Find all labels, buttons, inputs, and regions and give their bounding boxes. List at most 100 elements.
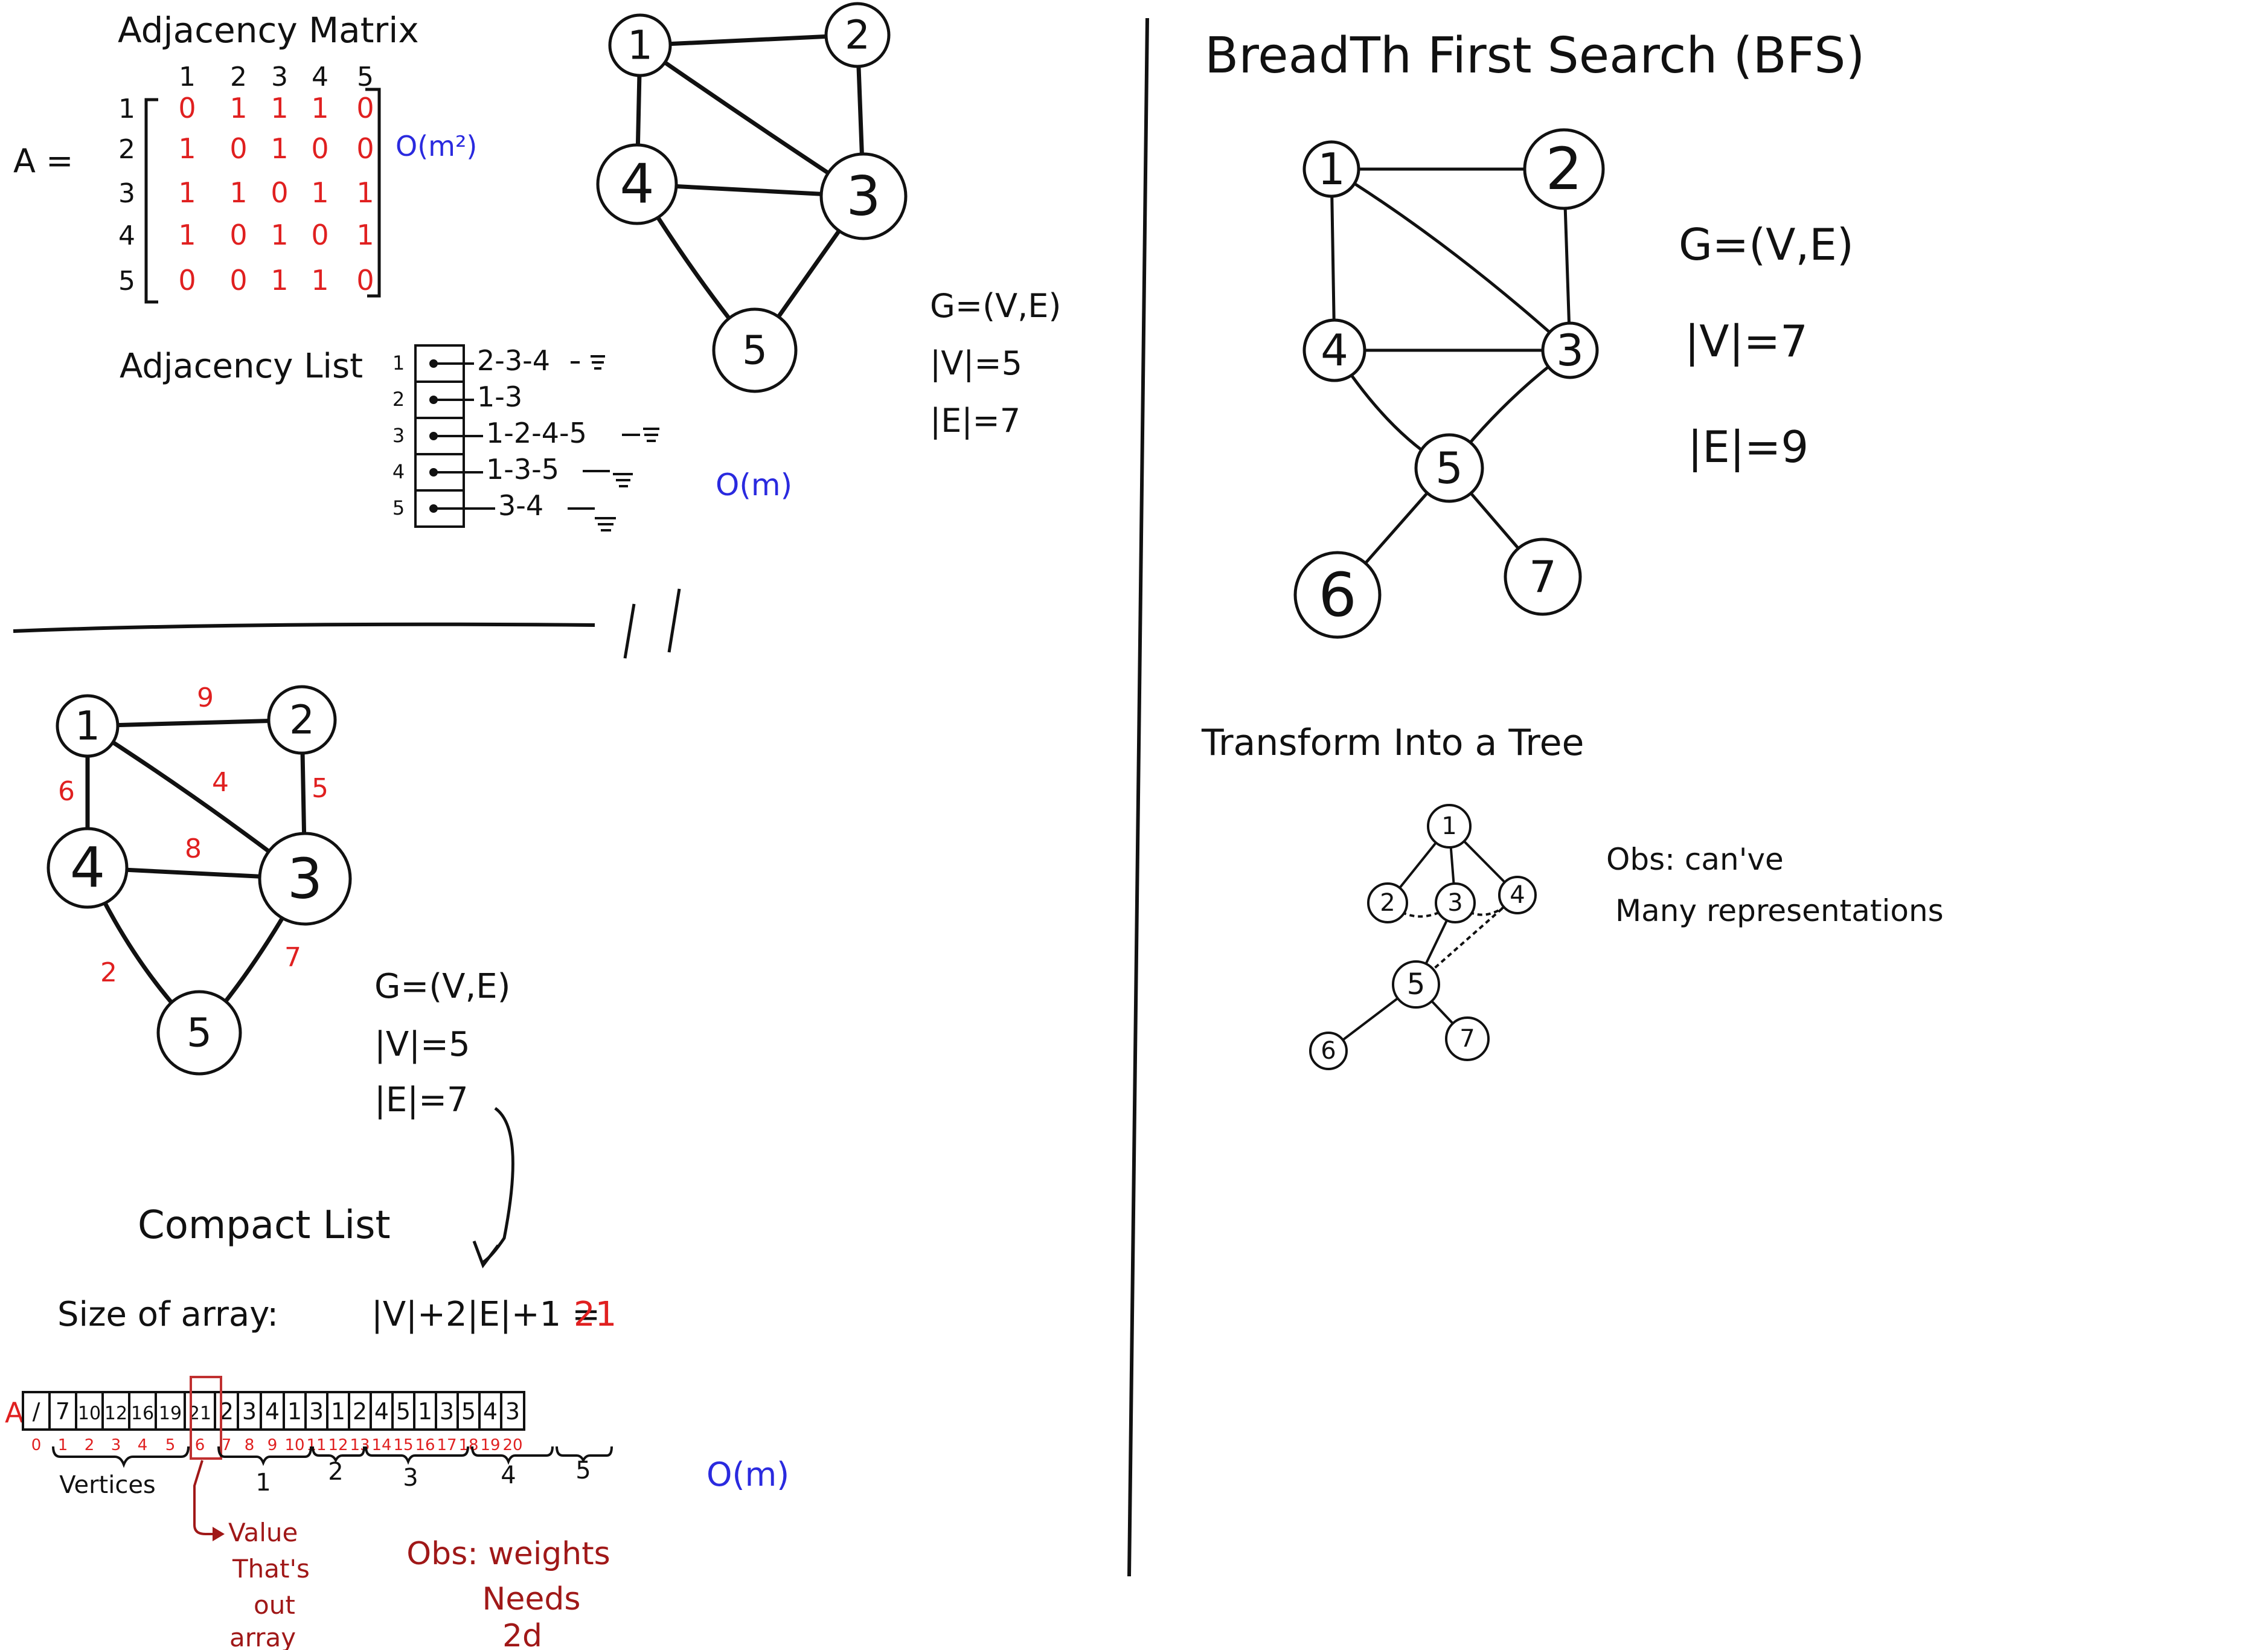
adjlist-index: 1 bbox=[392, 352, 405, 374]
graph1-node-3 bbox=[819, 152, 908, 240]
graph2-node-3 bbox=[258, 832, 352, 926]
matrix-cell: 0 bbox=[356, 92, 374, 124]
array-cell-value: 4 bbox=[265, 1398, 280, 1425]
bfs-node-5 bbox=[1414, 433, 1484, 503]
array-index: 3 bbox=[111, 1436, 121, 1454]
matrix-cell: 0 bbox=[178, 92, 196, 124]
array-index: 10 bbox=[284, 1436, 304, 1454]
graph1-node-label: 5 bbox=[742, 327, 767, 374]
edge-weight: 4 bbox=[212, 767, 229, 798]
bfs-stat: |E|=9 bbox=[1688, 422, 1808, 473]
tree-node-1 bbox=[1427, 804, 1472, 849]
matrix-cell: 0 bbox=[311, 219, 328, 251]
graph-2: 1 2 3 4 5 9 6 4 5 8 2 7 G=(V,E) |V|=5 |E… bbox=[46, 682, 514, 1269]
graph2-node-2 bbox=[267, 685, 337, 755]
matrix-complexity: O(m²) bbox=[396, 130, 477, 162]
array-cell-value: 21 bbox=[188, 1403, 211, 1424]
matrix-cell: 0 bbox=[178, 264, 196, 297]
group-label: Vertices bbox=[59, 1471, 156, 1499]
graph2-node-4 bbox=[46, 827, 129, 909]
bfs-stat: |V|=7 bbox=[1685, 316, 1808, 367]
group-label: 5 bbox=[575, 1457, 591, 1485]
matrix-cell: 1 bbox=[271, 264, 288, 297]
bfs-node-6 bbox=[1293, 551, 1382, 639]
tree-node-label: 6 bbox=[1321, 1037, 1336, 1065]
array-cell-value: 3 bbox=[309, 1398, 324, 1425]
tree-node-6 bbox=[1309, 1032, 1348, 1070]
bfs-node-1 bbox=[1302, 140, 1360, 198]
array-size-value: 21 bbox=[574, 1295, 617, 1334]
bfs-node-label: 4 bbox=[1321, 325, 1348, 376]
matrix-cell: 1 bbox=[229, 176, 247, 209]
matrix-col-header: 3 bbox=[271, 62, 288, 92]
divider-tick bbox=[667, 588, 681, 653]
matrix-cell: 1 bbox=[271, 92, 288, 124]
array-cell-value: 19 bbox=[159, 1403, 182, 1424]
tree-node-label: 5 bbox=[1407, 968, 1426, 1001]
edge-weight: 5 bbox=[312, 773, 328, 804]
matrix-cells: 0 1 1 1 0 1 0 1 0 0 1 1 0 1 1 1 0 1 0 1 … bbox=[178, 92, 374, 297]
graph1-node-label: 3 bbox=[846, 165, 880, 228]
matrix-cell: 0 bbox=[271, 176, 288, 209]
tree-node-label: 1 bbox=[1441, 812, 1456, 840]
graph1-stat: |V|=5 bbox=[930, 344, 1022, 382]
group-label: 2 bbox=[328, 1458, 343, 1486]
edge-weight: 8 bbox=[185, 833, 202, 864]
bfs-stat: G=(V,E) bbox=[1679, 219, 1854, 270]
bfs-title: BreadTh First Search (BFS) bbox=[1205, 27, 1865, 85]
tree-title: Transform Into a Tree bbox=[1201, 722, 1584, 764]
adjlist-entry: 2-3-4 bbox=[477, 344, 550, 377]
null-terminators bbox=[568, 355, 659, 531]
adjlist-title: Adjacency List bbox=[120, 347, 363, 386]
matrix-label: A = bbox=[13, 142, 73, 180]
matrix-cell: 1 bbox=[271, 219, 288, 251]
tree-node-label: 3 bbox=[1447, 889, 1462, 917]
graph1-node-4 bbox=[596, 143, 678, 225]
adjlist-index: 4 bbox=[392, 460, 405, 483]
array-cell-value: 4 bbox=[374, 1398, 389, 1425]
matrix-cell: 0 bbox=[229, 264, 247, 297]
tree-section: Transform Into a Tree 1 2 3 4 5 bbox=[1201, 722, 1944, 1070]
note-line: That's bbox=[232, 1554, 310, 1584]
array-index: 19 bbox=[480, 1436, 500, 1454]
tree-obs-line: Many representations bbox=[1615, 893, 1944, 928]
array-cell-value: 5 bbox=[396, 1398, 411, 1425]
array-cell-value: 12 bbox=[104, 1403, 127, 1424]
adjlist-entry: 1-3-5 bbox=[486, 453, 559, 486]
array-cell bbox=[500, 1391, 525, 1431]
horizontal-divider bbox=[13, 622, 595, 633]
edge-weight: 9 bbox=[197, 682, 214, 713]
arrow-head bbox=[472, 1241, 499, 1269]
bfs-node-4 bbox=[1302, 318, 1366, 382]
matrix-cell: 1 bbox=[311, 92, 328, 124]
matrix-cell: 1 bbox=[178, 132, 196, 165]
note-line: array bbox=[229, 1623, 296, 1650]
graph1-node-label: 2 bbox=[845, 12, 870, 59]
graph2-stat: |E|=7 bbox=[374, 1080, 469, 1120]
matrix-col-header: 2 bbox=[230, 62, 247, 92]
matrix-title: Adjacency Matrix bbox=[118, 10, 419, 51]
note-line: Value bbox=[228, 1518, 298, 1547]
array-index: 18 bbox=[458, 1436, 478, 1454]
graph-1: 1 2 3 4 5 G=(V,E) |V|=5 |E|=7 bbox=[596, 2, 1061, 440]
matrix-left-bracket bbox=[144, 98, 158, 304]
tree-node-label: 7 bbox=[1459, 1025, 1475, 1053]
matrix-right-bracket bbox=[365, 88, 381, 298]
compact-title: Compact List bbox=[138, 1203, 391, 1248]
array-index: 7 bbox=[222, 1436, 232, 1454]
array-index: 9 bbox=[267, 1436, 278, 1454]
highlight-box bbox=[190, 1376, 222, 1460]
array-cell-value: 10 bbox=[78, 1403, 101, 1424]
obs-line: 2d bbox=[502, 1618, 542, 1650]
group-braces bbox=[52, 1446, 613, 1468]
divider-tick bbox=[623, 603, 636, 659]
tree-node-2 bbox=[1367, 882, 1408, 923]
group-label: 3 bbox=[403, 1464, 418, 1492]
matrix-row-header: 1 bbox=[118, 94, 135, 124]
graph2-node-1 bbox=[56, 694, 120, 758]
bfs-node-3 bbox=[1541, 321, 1599, 379]
array-cell-value: 1 bbox=[418, 1398, 432, 1425]
array-index: 20 bbox=[502, 1436, 522, 1454]
array-index: 12 bbox=[328, 1436, 348, 1454]
